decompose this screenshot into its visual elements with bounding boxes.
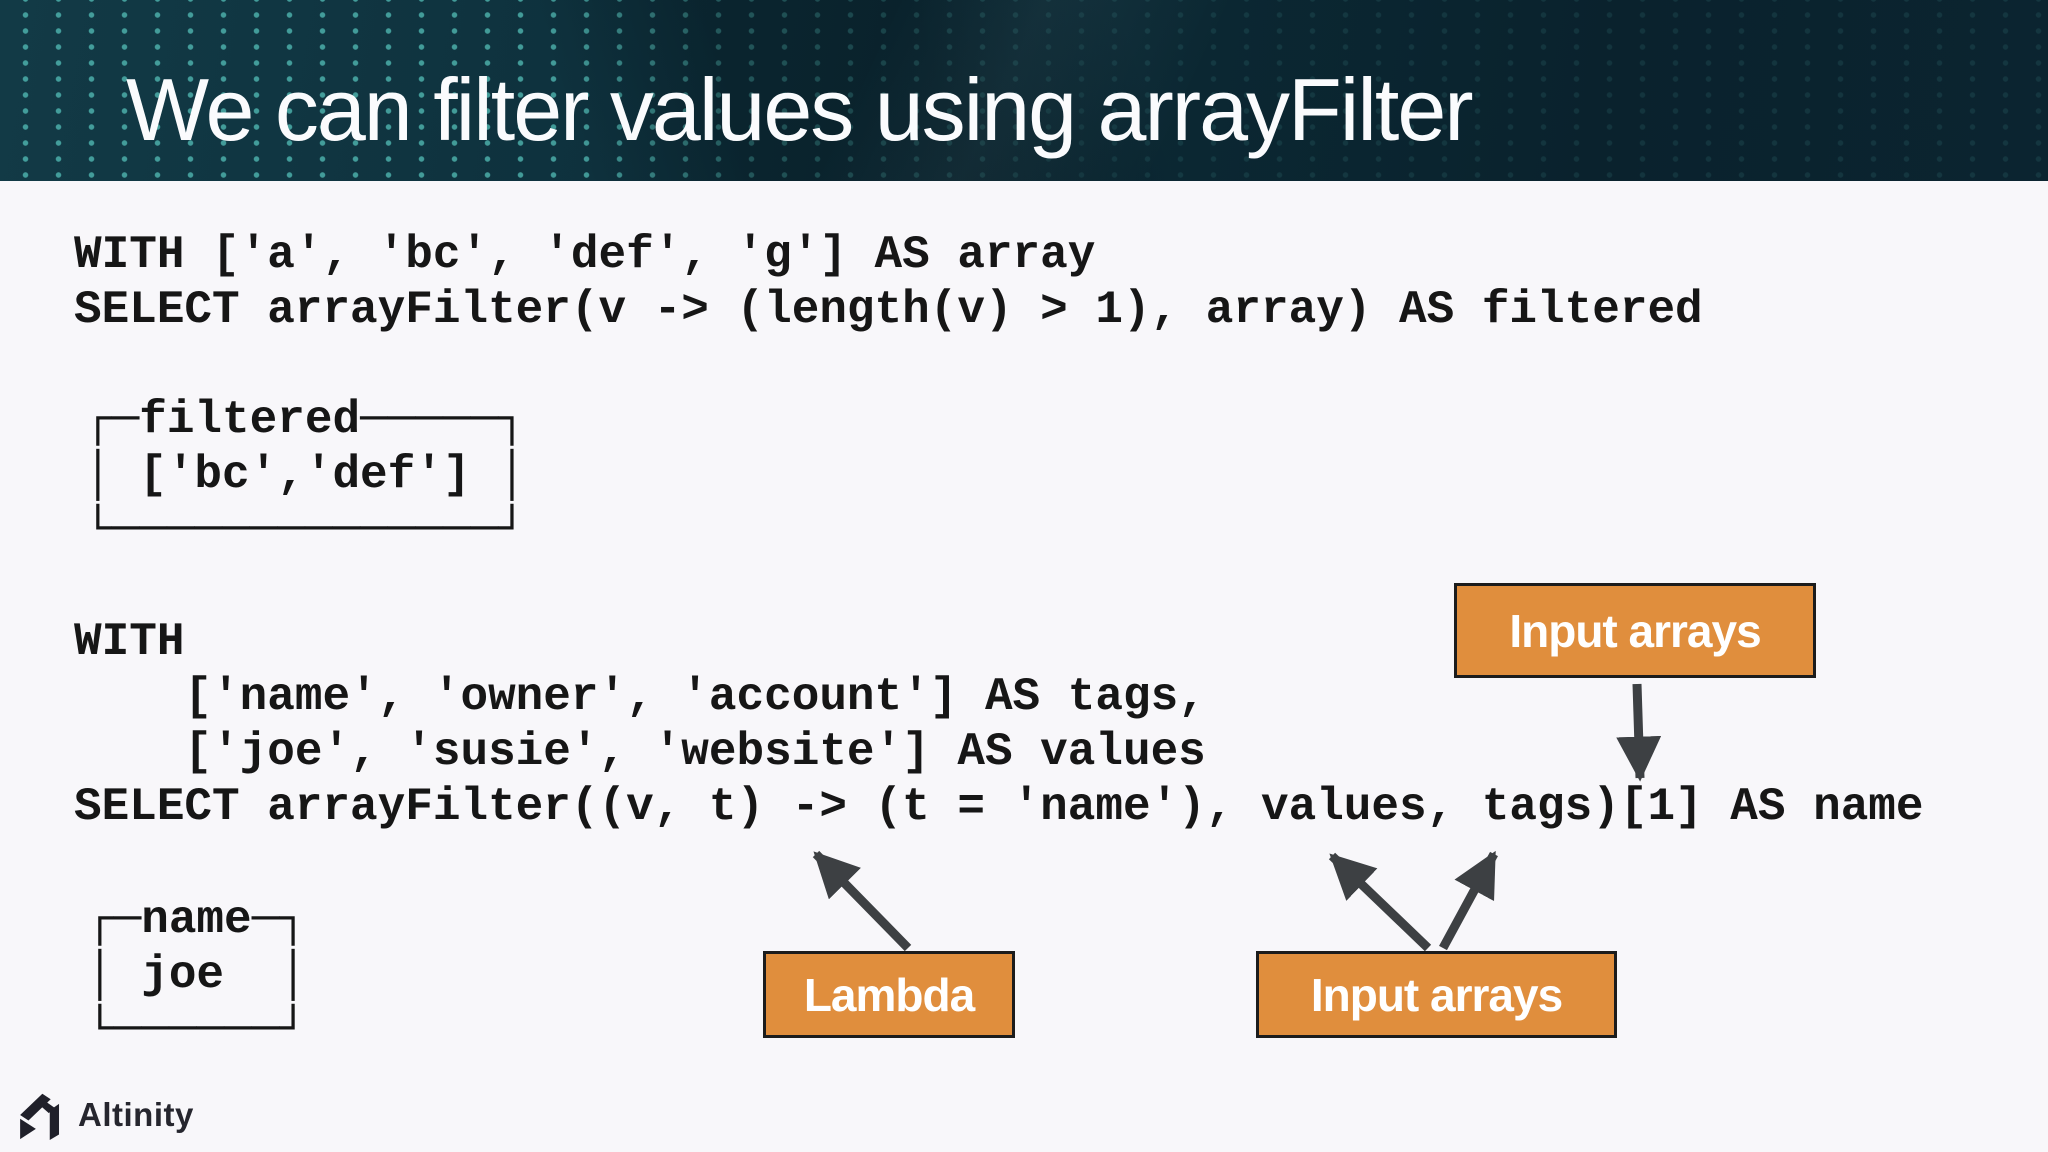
result-box-name: ┌─name─┐ │ joe │ └──────┘ bbox=[86, 893, 307, 1058]
result-border-bottom: └──────────────┘ bbox=[84, 504, 526, 556]
header-sheen bbox=[0, 0, 2048, 181]
brand-name: Altinity bbox=[78, 1096, 194, 1133]
label-input-arrays-bottom: Input arrays bbox=[1256, 951, 1617, 1038]
sql-example-1: WITH ['a', 'bc', 'def', 'g'] AS array SE… bbox=[74, 228, 1703, 338]
arrow-input-arrays-to-values bbox=[1328, 852, 1432, 952]
label-input-arrays-top: Input arrays bbox=[1454, 583, 1816, 678]
slide-header: We can filter values using arrayFilter bbox=[0, 0, 2048, 181]
code-line: ['joe', 'susie', 'website'] AS values bbox=[74, 726, 1206, 778]
code-line: WITH ['a', 'bc', 'def', 'g'] AS array bbox=[74, 229, 1096, 281]
sql-example-2: WITH ['name', 'owner', 'account'] AS tag… bbox=[74, 615, 1924, 835]
result-value-row: │ ['bc','def'] │ bbox=[84, 449, 526, 501]
result-border-top: ┌─filtered─────┐ bbox=[84, 394, 526, 446]
result-box-filtered: ┌─filtered─────┐ │ ['bc','def'] │ └─────… bbox=[84, 393, 526, 558]
label-lambda: Lambda bbox=[763, 951, 1015, 1038]
result-border-top: ┌─name─┐ bbox=[86, 894, 307, 946]
slide-title: We can filter values using arrayFilter bbox=[126, 60, 1474, 159]
result-value-row: │ joe │ bbox=[86, 949, 307, 1001]
altinity-logo-icon bbox=[20, 1093, 60, 1140]
arrow-lambda-to-operator bbox=[812, 850, 912, 952]
code-line: ['name', 'owner', 'account'] AS tags, bbox=[74, 671, 1206, 723]
code-line: SELECT arrayFilter(v -> (length(v) > 1),… bbox=[74, 284, 1703, 336]
code-line: WITH bbox=[74, 616, 185, 668]
arrow-input-arrays-to-tags bbox=[1439, 850, 1498, 951]
code-line: SELECT arrayFilter((v, t) -> (t = 'name'… bbox=[74, 781, 1924, 833]
header-dot-pattern bbox=[0, 0, 2048, 181]
header-diagonal-band bbox=[0, 0, 2048, 181]
result-border-bottom: └──────┘ bbox=[86, 1004, 307, 1056]
footer-brand: Altinity bbox=[17, 1090, 194, 1140]
